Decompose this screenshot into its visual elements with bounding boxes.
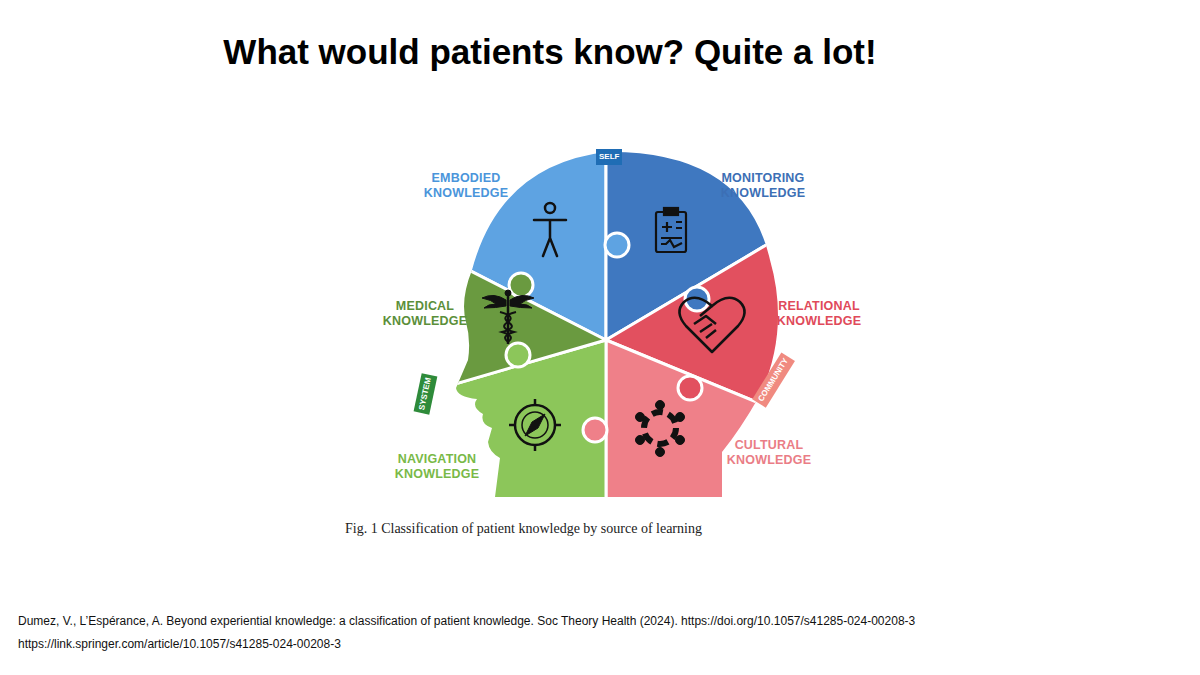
segment-label-text: RELATIONAL KNOWLEDGE (766, 299, 872, 329)
puzzle-knob (678, 376, 702, 400)
citation-text: https://link.springer.com/article/10.105… (18, 637, 341, 651)
segment-label-text: CULTURAL KNOWLEDGE (716, 438, 822, 468)
citation-text: Dumez, V., L’Espérance, A. Beyond experi… (18, 614, 915, 628)
relational-label: RELATIONAL KNOWLEDGE (766, 299, 872, 329)
self-tag: SELF (596, 149, 622, 165)
navigation-label: NAVIGATION KNOWLEDGE (381, 452, 493, 482)
segment-label-text: MEDICAL KNOWLEDGE (372, 299, 478, 329)
tag-text: SYSTEM (414, 373, 438, 414)
person-icon (534, 203, 566, 256)
segment-label-text: NAVIGATION KNOWLEDGE (381, 452, 493, 482)
embodied-label: EMBODIED KNOWLEDGE (410, 171, 522, 201)
monitoring-label: MONITORING KNOWLEDGE (704, 171, 822, 201)
puzzle-knob (506, 343, 530, 367)
puzzle-knob (605, 233, 629, 257)
puzzle-knob (509, 273, 533, 297)
medical-segment (0, 25, 606, 520)
medical-label: MEDICAL KNOWLEDGE (372, 299, 478, 329)
figure-caption: Fig. 1 Classification of patient knowled… (345, 521, 702, 537)
caduceus-icon (482, 290, 534, 344)
slide-title: What would patients know? Quite a lot! (0, 32, 1100, 72)
clipboard-icon (656, 208, 686, 252)
handshake-icon (679, 298, 744, 352)
system-tag: SYSTEM (414, 373, 438, 414)
community-icon (636, 401, 685, 457)
tag-text: SELF (596, 149, 622, 165)
segment-label-text: EMBODIED KNOWLEDGE (410, 171, 522, 201)
segment-label-text: MONITORING KNOWLEDGE (704, 171, 822, 201)
cultural-label: CULTURAL KNOWLEDGE (716, 438, 822, 468)
compass-icon (509, 399, 561, 451)
puzzle-knob (583, 418, 607, 442)
